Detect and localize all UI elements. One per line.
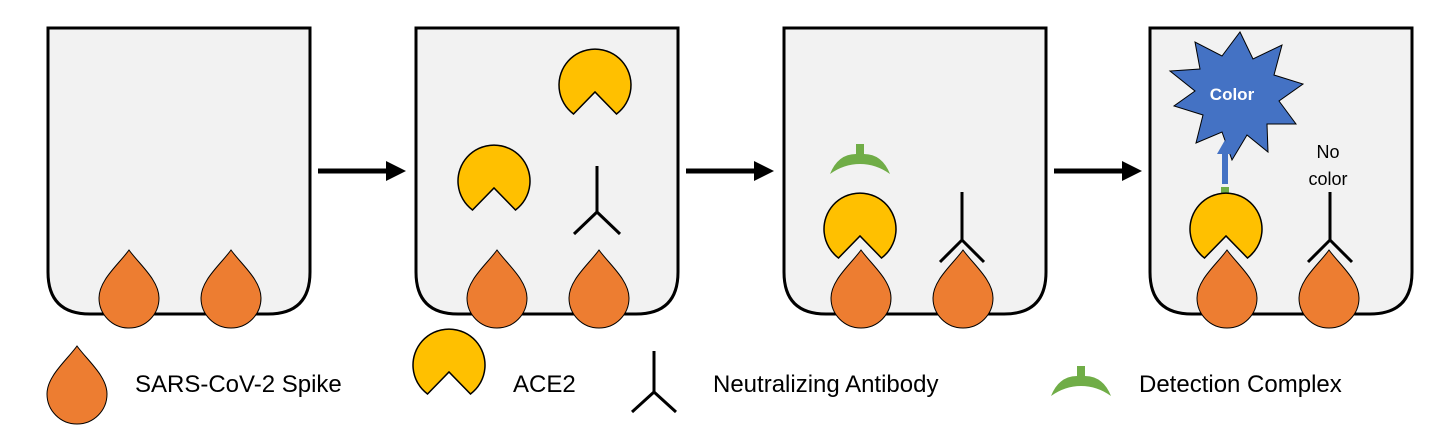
- legend-detection-icon: [1051, 366, 1111, 396]
- legend-spike-label: SARS-CoV-2 Spike: [135, 371, 342, 398]
- burst-label: Color: [1210, 85, 1255, 104]
- antibody-icon: [572, 166, 622, 236]
- legend-detection-label: Detection Complex: [1139, 371, 1342, 398]
- legend-ace2-icon: [412, 328, 486, 395]
- up-arrow-icon: [1217, 140, 1233, 184]
- well-4: Color No color: [1148, 26, 1414, 329]
- no-color-label-line1: No: [1316, 142, 1339, 162]
- legend-antibody-icon: [630, 351, 678, 414]
- color-burst-icon: [1168, 31, 1305, 162]
- well-3: [782, 26, 1048, 329]
- antibody-icon: [1306, 192, 1354, 264]
- well-3-outline: [782, 26, 1048, 316]
- well-2-outline: [414, 26, 680, 316]
- no-color-label-line2: color: [1308, 169, 1347, 189]
- legend: SARS-CoV-2 Spike ACE2 Neutralizing Antib…: [46, 328, 1342, 425]
- well-2: [414, 26, 680, 329]
- legend-ace2-label: ACE2: [513, 371, 576, 398]
- legend-antibody-label: Neutralizing Antibody: [713, 371, 938, 398]
- well-1-outline: [46, 26, 312, 316]
- legend-spike-icon: [46, 345, 108, 425]
- antibody-icon: [938, 192, 986, 264]
- well-1: [46, 26, 312, 329]
